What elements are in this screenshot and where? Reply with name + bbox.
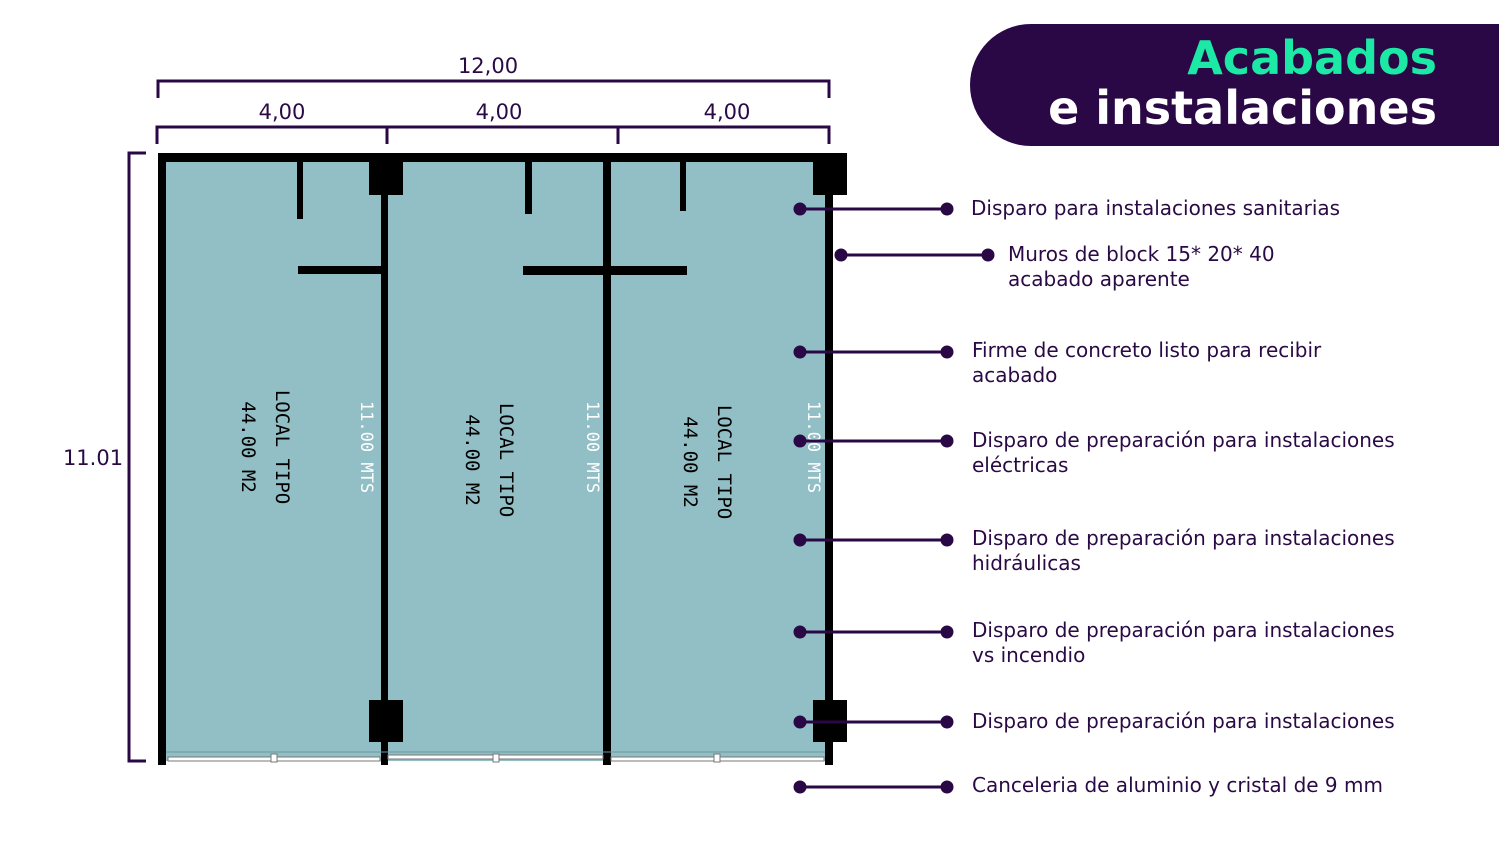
column	[369, 153, 403, 195]
legend-item: Disparo para instalaciones sanitarias	[971, 196, 1341, 220]
concrete-floor	[162, 157, 830, 761]
room-length: 11.00 MTS	[356, 401, 376, 493]
svg-text:LOCAL TIPO: LOCAL TIPO	[271, 390, 293, 504]
svg-text:LOCAL TIPO: LOCAL TIPO	[713, 405, 735, 519]
title-line-2: e instalaciones	[1048, 81, 1437, 135]
legend-item: Disparo de preparación para instalacione…	[972, 709, 1395, 733]
svg-text:11.00 MTS: 11.00 MTS	[356, 401, 376, 493]
svg-text:44.00 M2: 44.00 M2	[237, 401, 259, 493]
module-width-label: 4,00	[704, 100, 751, 124]
room-length: 11.00 MTS	[582, 401, 602, 493]
svg-text:11.00 MTS: 11.00 MTS	[582, 401, 602, 493]
svg-text:44.00 M2: 44.00 M2	[679, 416, 701, 508]
column	[813, 153, 847, 195]
walls	[158, 153, 847, 765]
svg-text:44.00 M2: 44.00 M2	[461, 414, 483, 506]
height-label: 11.01	[63, 446, 123, 470]
legend-item: Disparo de preparación para instalacione…	[972, 428, 1395, 477]
module-width-label: 4,00	[259, 100, 306, 124]
legend-item: Disparo de preparación para instalacione…	[972, 618, 1395, 667]
title-banner: Acabados e instalaciones	[970, 24, 1499, 146]
room-label: LOCAL TIPO 44.00 M2	[679, 405, 735, 519]
room-label: LOCAL TIPO 44.00 M2	[237, 390, 293, 504]
room-label: LOCAL TIPO 44.00 M2	[461, 403, 517, 517]
dimension-lines	[127, 79, 831, 763]
leader-lines	[793, 202, 995, 794]
svg-text:LOCAL TIPO: LOCAL TIPO	[495, 403, 517, 517]
legend-item: Disparo de preparación para instalacione…	[972, 526, 1395, 575]
title-line-1: Acabados	[1187, 31, 1437, 85]
column	[369, 700, 403, 742]
svg-text:11.00 MTS: 11.00 MTS	[803, 401, 823, 493]
room-length: 11.00 MTS	[803, 401, 823, 493]
module-width-label: 4,00	[476, 100, 523, 124]
total-width-label: 12,00	[458, 54, 518, 78]
legend-item: Canceleria de aluminio y cristal de 9 mm	[972, 773, 1383, 797]
aluminum-glass-frontage	[166, 751, 825, 763]
